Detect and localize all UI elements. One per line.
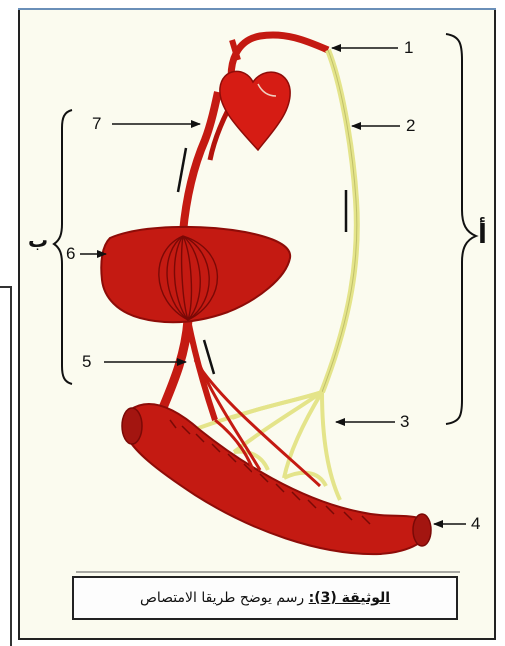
- label-4: 4: [471, 514, 480, 534]
- hepatic-vein: [183, 92, 218, 232]
- intestine: [123, 404, 428, 554]
- caption-title: الوثيقة (3):: [309, 590, 390, 606]
- heart: [220, 71, 290, 150]
- flow-indicator-hepatic: [178, 148, 186, 192]
- brace-label-ba: ب: [28, 228, 48, 252]
- label-6: 6: [66, 244, 75, 264]
- caption-box: الوثيقة (3): رسم يوضح طريقا الامتصاص: [72, 576, 458, 620]
- label-3: 3: [400, 412, 409, 432]
- flow-indicator-portal: [204, 340, 214, 374]
- brace-label-alif: أ: [478, 220, 487, 250]
- label-2: 2: [406, 116, 415, 136]
- intestine-end-left: [122, 408, 142, 444]
- portal-vein: [158, 320, 188, 420]
- label-1: 1: [404, 38, 413, 58]
- caption-text: رسم يوضح طريقا الامتصاص: [140, 590, 304, 606]
- brace-alif: [446, 34, 476, 424]
- thoracic-duct-outline: [322, 50, 357, 392]
- label-7: 7: [92, 114, 101, 134]
- label-5: 5: [82, 352, 91, 372]
- intestine-end-right: [413, 514, 431, 546]
